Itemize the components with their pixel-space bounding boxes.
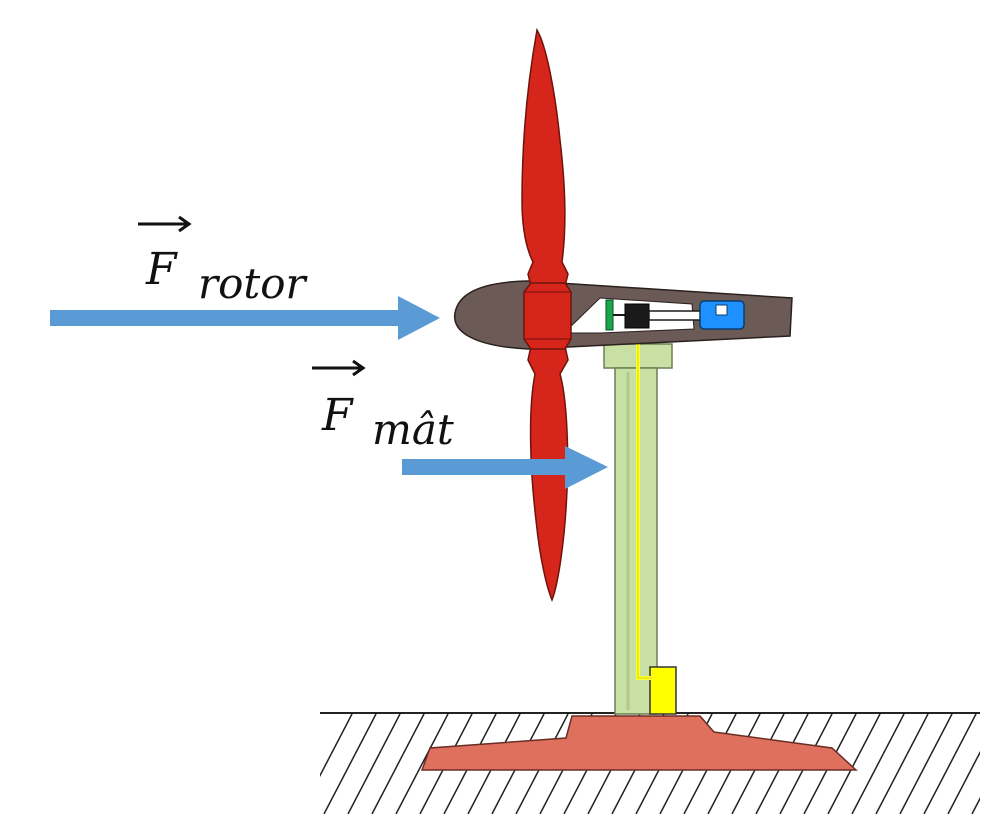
label-f-mat: F mât (312, 359, 454, 454)
gear-ring (605, 299, 614, 331)
generator-shaft (648, 310, 702, 321)
label-f-rotor-subscript: rotor (198, 259, 309, 308)
rotor (521, 27, 572, 602)
vector-arrow-icon (138, 215, 192, 233)
hatch-line (371, 714, 425, 814)
generator-window (715, 304, 728, 316)
label-f-rotor-symbol: F (145, 244, 178, 295)
hatch-line (875, 714, 929, 814)
hatch-line (851, 714, 905, 814)
label-f-mat-symbol: F (321, 390, 354, 441)
hatch-line (323, 714, 377, 814)
vector-arrow-icon (312, 359, 366, 377)
hatch-line (320, 714, 353, 778)
shaft-block (624, 303, 650, 329)
hatch-line (347, 714, 401, 814)
blade-upper (521, 27, 569, 287)
hatch-line (827, 714, 881, 814)
hatch-line (947, 750, 980, 814)
control-box (649, 666, 677, 715)
force-rotor-arrow (50, 296, 440, 340)
hatch-line (395, 714, 449, 814)
hub (523, 282, 572, 350)
label-f-mat-subscript: mât (372, 405, 454, 454)
label-f-rotor: F rotor (138, 215, 309, 308)
hatch-line (996, 714, 1000, 814)
hatch-line (923, 714, 977, 814)
hatch-line (971, 796, 980, 814)
hatch-line (899, 714, 953, 814)
foundation (420, 715, 858, 771)
force-mat-arrow (402, 446, 608, 489)
